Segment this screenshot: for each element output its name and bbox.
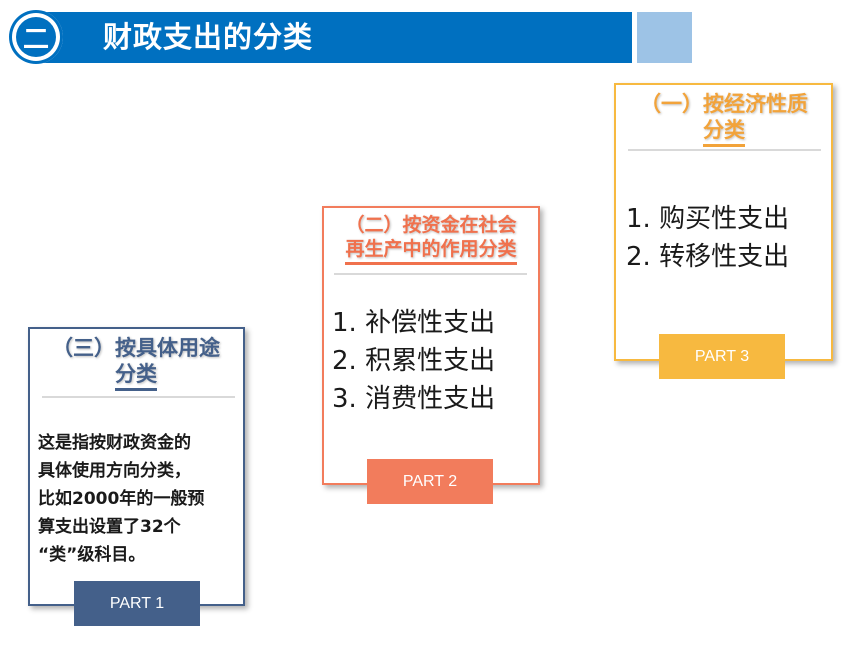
list-item: 2. 转移性支出 [626,242,790,272]
page-title: 财政支出的分类 [103,20,314,54]
card-heading: （一）按经济性质 分类 [624,91,824,147]
card-part-1: （三）按具体用途 分类 这是指按财政资金的 具体使用方向分类， 比如2000年的… [28,327,245,606]
description-line: “类”级科目。 [38,545,146,565]
card-heading: （三）按具体用途 分类 [36,335,236,391]
card-heading-line2: 分类 [703,117,745,147]
list-item: 1. 补偿性支出 [332,308,496,338]
list-item: 1. 购买性支出 [626,204,790,234]
card-part-2: （二）按资金在社会 再生产中的作用分类 1. 补偿性支出 2. 积累性支出 3.… [322,206,540,485]
card-heading-line2: 分类 [115,361,157,391]
item-list: 1. 补偿性支出 2. 积累性支出 3. 消费性支出 [332,304,495,418]
card-heading-line1: （一）按经济性质 [640,92,808,116]
card-divider [334,273,527,275]
list-item: 2. 积累性支出 [332,346,496,376]
description-line: 具体使用方向分类， [38,461,191,481]
title-bar [34,12,632,63]
card-heading: （二）按资金在社会 再生产中的作用分类 [330,214,532,265]
description-line: 比如2000年的一般预 [38,489,205,509]
part-1-tab[interactable]: PART 1 [74,581,200,626]
card-heading-line1: （二）按资金在社会 [345,214,517,236]
card-heading-line2: 再生产中的作用分类 [345,238,517,265]
card-part-3: （一）按经济性质 分类 1. 购买性支出 2. 转移性支出 [614,83,833,361]
description-line: 算支出设置了32个 [38,517,181,537]
card-heading-line1: （三）按具体用途 [52,336,220,360]
description-line: 这是指按财政资金的 [38,433,191,453]
list-item: 3. 消费性支出 [332,384,496,414]
title-bar-accent [637,12,692,63]
card-description: 这是指按财政资金的 具体使用方向分类， 比如2000年的一般预 算支出设置了32… [38,429,238,569]
part-3-tab[interactable]: PART 3 [659,334,785,379]
item-list: 1. 购买性支出 2. 转移性支出 [626,200,789,276]
section-number-badge: 二 [16,17,56,57]
card-divider [42,396,235,398]
card-divider [628,149,821,151]
part-2-tab[interactable]: PART 2 [367,459,493,504]
